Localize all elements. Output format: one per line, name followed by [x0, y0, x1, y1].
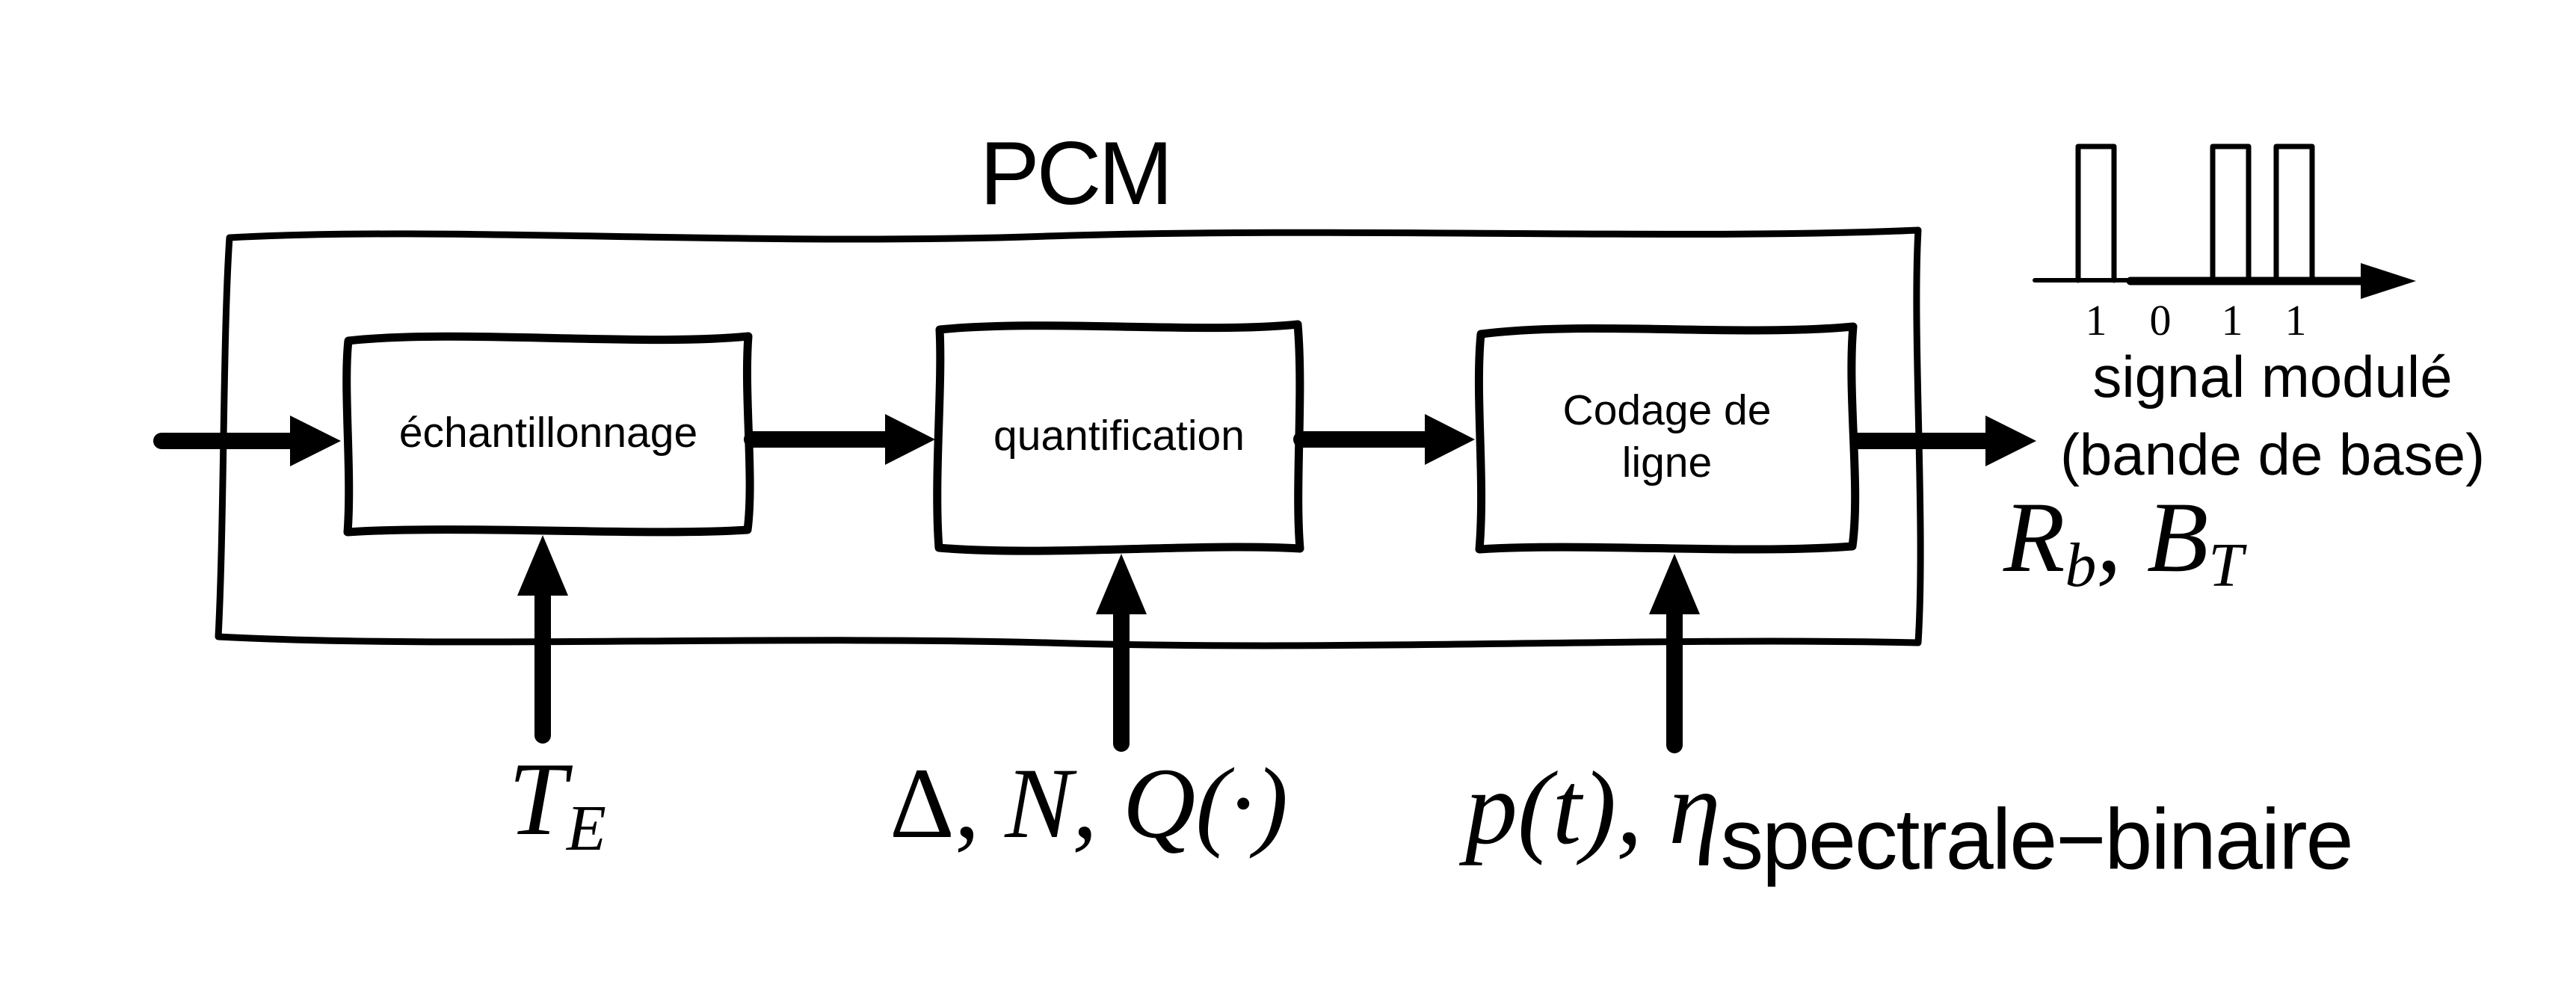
line-coding-param-label: p(t), ηspectrale−binaire — [1465, 750, 2354, 888]
bit-label: 1 — [2284, 296, 2307, 345]
bit-label: 1 — [2221, 296, 2243, 345]
bit-label: 1 — [2085, 296, 2107, 345]
pcm-title: PCM — [979, 123, 1174, 223]
line-coding-param-arrow — [1649, 554, 1700, 753]
output-arrow — [1850, 416, 2036, 466]
input-arrow — [153, 416, 341, 466]
sampling-param-arrow — [517, 535, 568, 744]
block-sampling-box — [342, 332, 754, 537]
output-description: signal modulé (bande de base) — [2026, 338, 2519, 493]
block-line-coding-box — [1474, 322, 1860, 554]
pulse-1 — [2075, 143, 2117, 283]
block-quantization-box — [933, 320, 1304, 555]
arrow-sampling-to-quantization — [744, 414, 935, 465]
quantization-param-label: Δ, N, Q(·) — [890, 748, 1289, 859]
arrow-quantization-to-line-coding — [1293, 414, 1475, 465]
block-sampling-label: échantillonnage — [398, 409, 698, 457]
pulse-2 — [2210, 143, 2252, 283]
output-rate-label: Rb, BT — [2003, 482, 2243, 601]
sampling-param-label: TE — [508, 741, 606, 864]
bit-label: 0 — [2149, 296, 2172, 345]
output-description-line2: (bande de base) — [2059, 421, 2486, 487]
quantization-param-arrow — [1096, 554, 1147, 752]
pulse-3 — [2273, 143, 2315, 283]
output-waveform — [2033, 143, 2416, 299]
block-line-coding-label: Codage de ligne — [1562, 386, 1772, 487]
pcm-boundary-box — [215, 226, 1924, 649]
block-quantization-label: quantification — [993, 412, 1245, 460]
output-description-line1: signal modulé — [2092, 344, 2453, 410]
